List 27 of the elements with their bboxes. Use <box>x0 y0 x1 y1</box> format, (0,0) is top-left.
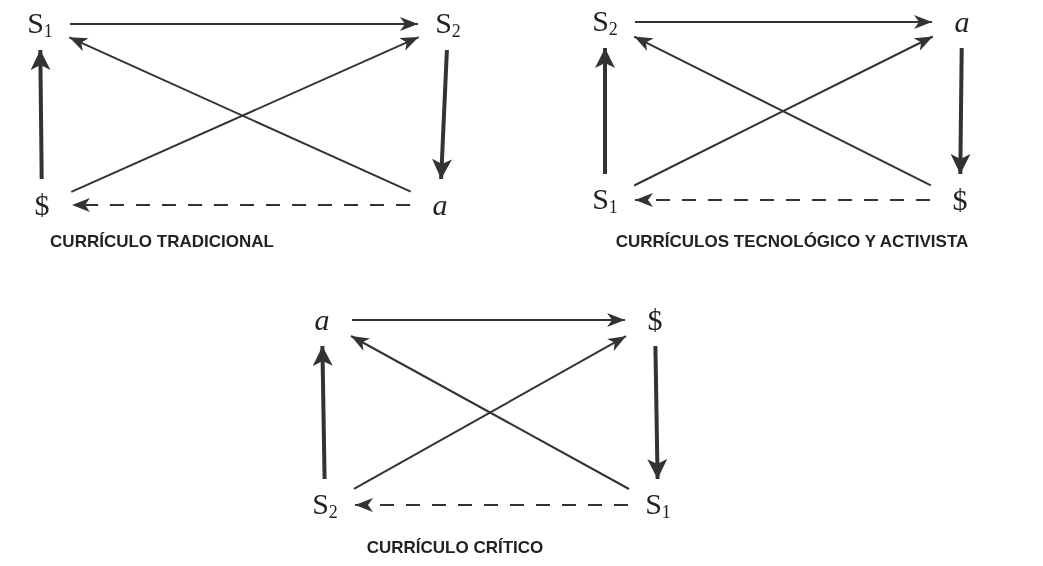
diagram-caption: CURRÍCULO CRÍTICO <box>366 538 544 558</box>
symbol-label: $ <box>34 190 50 220</box>
arrow <box>432 49 452 180</box>
arrow <box>634 15 933 29</box>
arrow <box>950 47 971 175</box>
arrow <box>647 345 668 480</box>
symbol-label: S$_{1}$ <box>27 8 53 40</box>
symbol-label: S$_{2}$ <box>592 6 618 38</box>
arrow <box>595 48 615 174</box>
arrow <box>30 49 51 180</box>
diagram-caption: CURRÍCULO TRADICIONAL <box>50 232 274 252</box>
symbol-label: a <box>954 7 970 37</box>
symbol-label: S$_{2}$ <box>312 489 338 521</box>
arrow <box>351 313 626 327</box>
arrow <box>69 17 419 31</box>
dashed-arrow <box>635 193 930 207</box>
arrow <box>312 345 333 480</box>
diagram-caption: CURRÍCULOS TECNOLÓGICO Y ACTIVISTA <box>615 232 969 252</box>
symbol-label: S$_{1}$ <box>645 489 671 521</box>
dashed-arrow <box>72 198 410 212</box>
dashed-arrow <box>355 498 628 512</box>
symbol-label: S$_{2}$ <box>435 8 461 40</box>
symbol-label: a <box>432 190 448 220</box>
symbol-label: $ <box>647 305 663 335</box>
symbol-label: a <box>314 305 330 335</box>
symbol-label: S$_{1}$ <box>592 184 618 216</box>
symbol-label: $ <box>952 185 968 215</box>
